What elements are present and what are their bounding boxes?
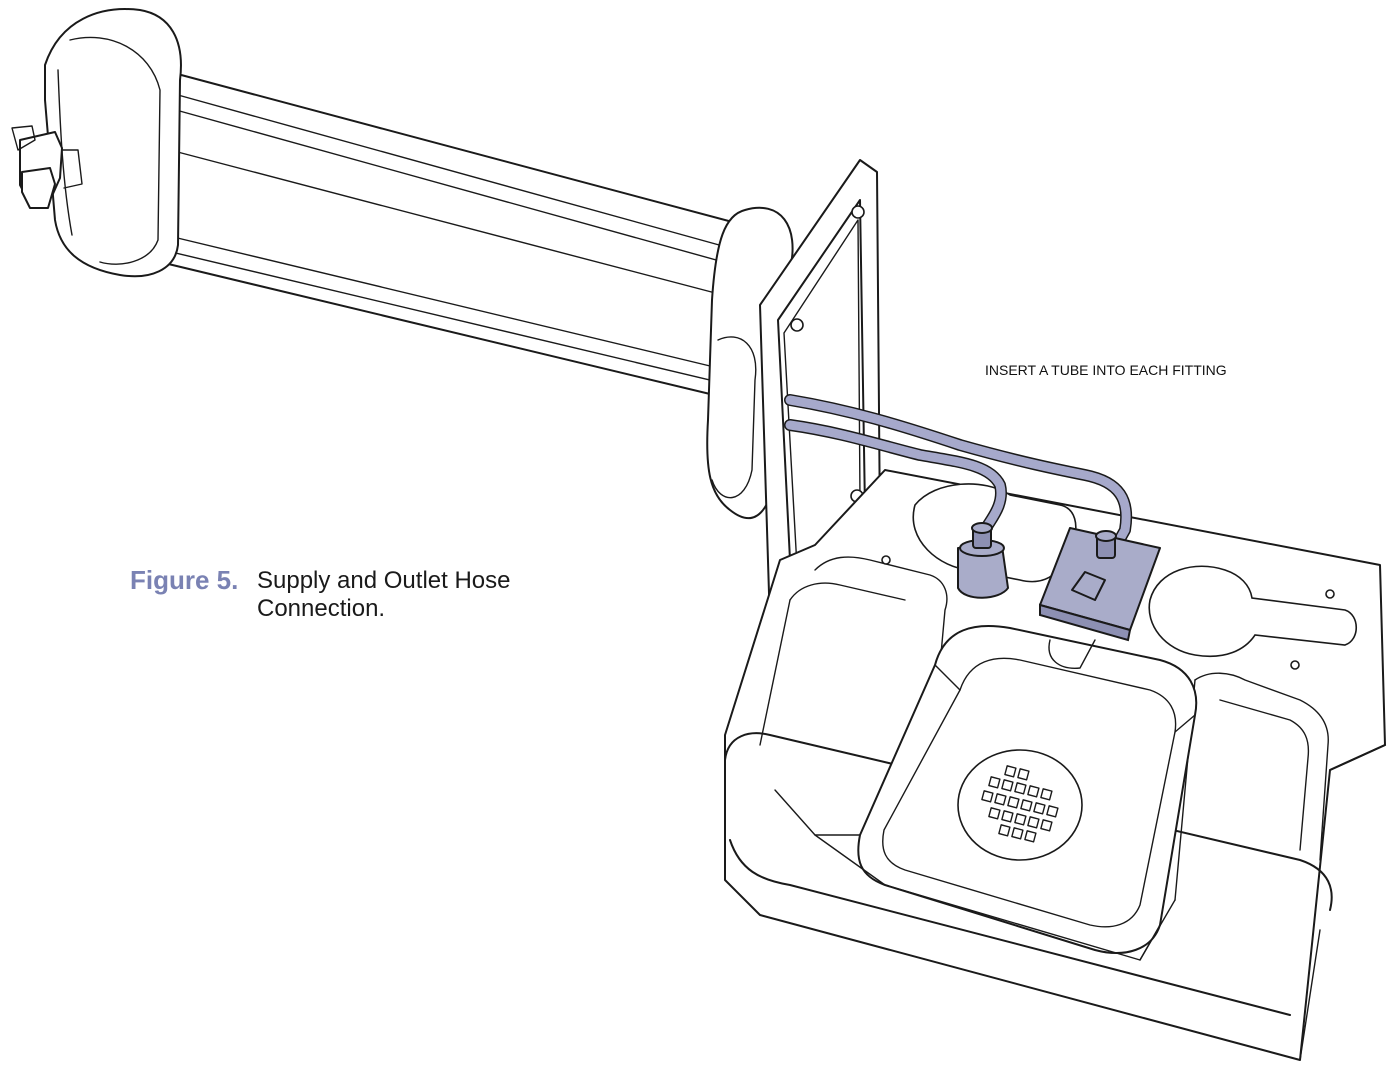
left-fitting (957, 522, 1009, 599)
drain-circle (957, 749, 1083, 861)
screw-icon (851, 205, 865, 219)
right-fitting-block (1039, 527, 1161, 669)
figure-caption-text: Supply and Outlet Hose Connection. (257, 567, 511, 622)
spout-arm (11, 8, 794, 520)
callout-label: INSERT A TUBE INTO EACH FITTING (985, 362, 1227, 378)
supply-tubes (784, 394, 1133, 554)
drain-grate-icon (981, 765, 1059, 843)
screw-icon (790, 318, 804, 332)
basin-base (724, 469, 1386, 1061)
figure-number: Figure 5. (130, 565, 239, 595)
keyhole-opening (1148, 565, 1358, 658)
